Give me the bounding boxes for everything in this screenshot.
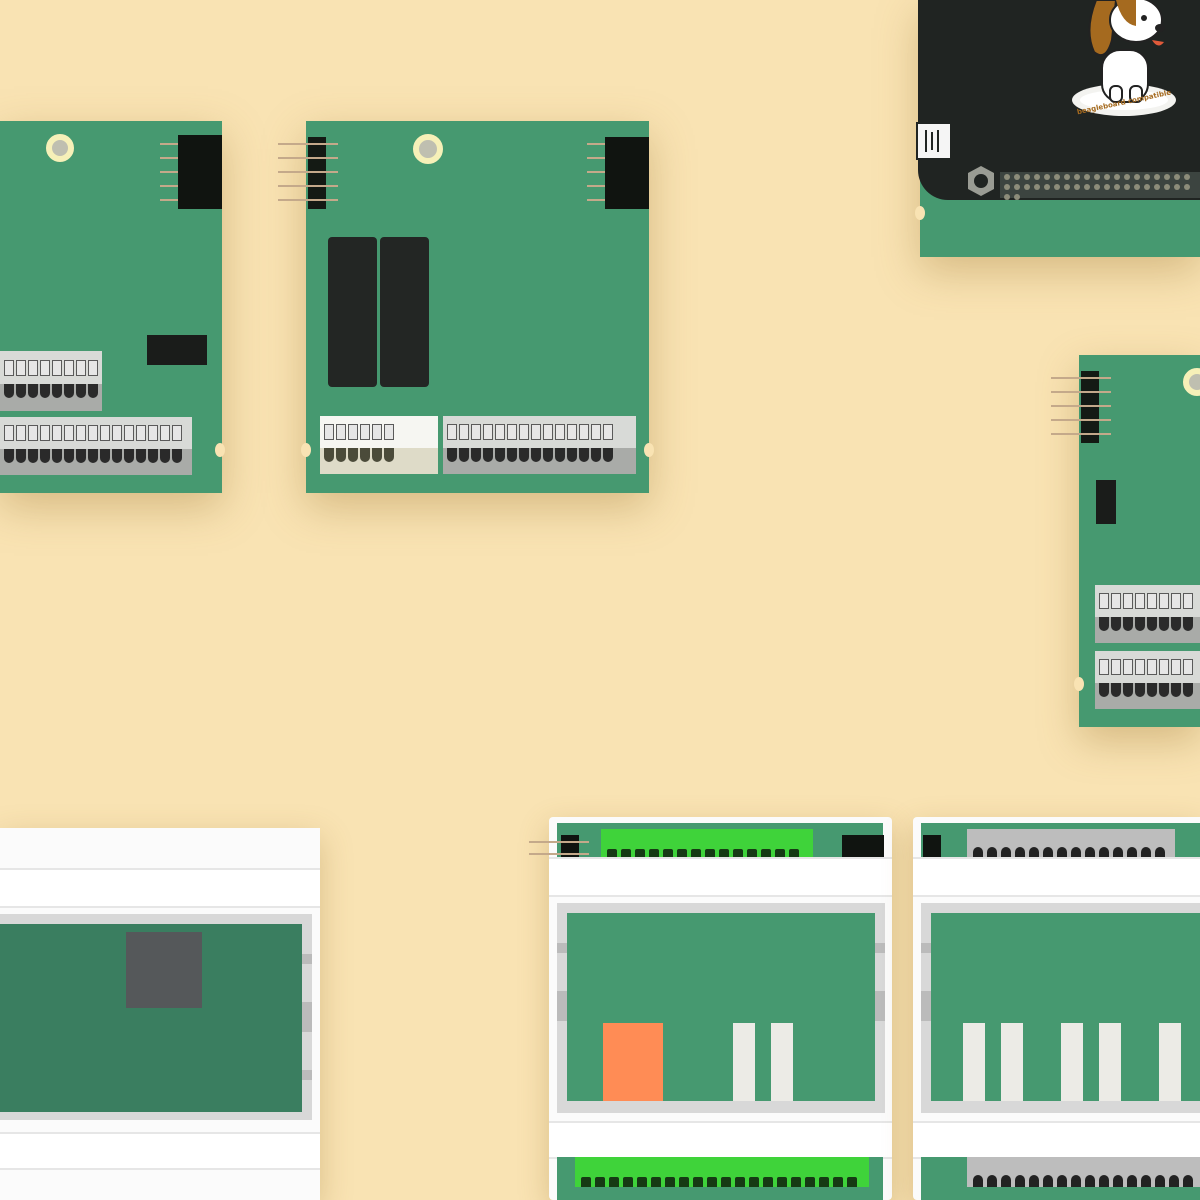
header-pin bbox=[587, 143, 605, 145]
pin-header bbox=[561, 835, 579, 859]
pin-header bbox=[842, 835, 884, 859]
board-notch bbox=[644, 443, 654, 457]
header-pin bbox=[1051, 391, 1111, 393]
header-pin bbox=[587, 199, 605, 201]
side-clip bbox=[921, 943, 931, 953]
enclosure-band bbox=[913, 857, 1200, 897]
enclosure-board bbox=[567, 913, 875, 1101]
relay bbox=[380, 237, 429, 387]
grey-terminal-block[interactable] bbox=[967, 829, 1175, 859]
pin-header bbox=[308, 137, 326, 209]
green-terminal-block[interactable] bbox=[575, 1157, 869, 1187]
relay-slot bbox=[1159, 1023, 1181, 1101]
enclosure-window bbox=[557, 903, 885, 1113]
din-enclosure-left[interactable] bbox=[0, 828, 320, 1200]
expansion-header bbox=[1000, 172, 1200, 200]
header-pin bbox=[278, 185, 338, 187]
terminal-block-white[interactable] bbox=[320, 416, 438, 474]
relay-slot bbox=[1061, 1023, 1083, 1101]
side-clip bbox=[302, 954, 312, 964]
terminal-block[interactable] bbox=[1095, 651, 1200, 709]
board-notch bbox=[915, 206, 925, 220]
header-pin bbox=[160, 185, 178, 187]
header-pin bbox=[587, 157, 605, 159]
side-clip bbox=[875, 943, 885, 953]
terminal-block[interactable] bbox=[0, 351, 102, 411]
side-clip bbox=[302, 1002, 312, 1032]
board-notch bbox=[301, 443, 311, 457]
ic-chip bbox=[147, 335, 207, 365]
relay bbox=[328, 237, 377, 387]
terminal-block[interactable] bbox=[1095, 585, 1200, 643]
pin-header bbox=[178, 135, 222, 209]
green-terminal-block[interactable] bbox=[601, 829, 813, 859]
relay-slot bbox=[963, 1023, 985, 1101]
pin-header bbox=[605, 137, 649, 209]
pin-header bbox=[923, 835, 941, 859]
header-pin bbox=[529, 853, 589, 855]
header-pin bbox=[1051, 377, 1111, 379]
header-pin bbox=[1051, 433, 1111, 435]
relay-slot bbox=[1099, 1023, 1121, 1101]
header-pin bbox=[587, 171, 605, 173]
io-board-right[interactable] bbox=[1051, 355, 1200, 727]
ic-chip bbox=[1096, 480, 1116, 524]
beagle-dog-icon bbox=[1072, 0, 1176, 116]
enclosure-window bbox=[921, 903, 1200, 1113]
side-clip bbox=[557, 991, 567, 1021]
header-pin bbox=[529, 841, 589, 843]
usb-port-icon[interactable] bbox=[916, 122, 952, 160]
hex-nut-icon bbox=[968, 166, 994, 196]
din-enclosure-middle[interactable] bbox=[529, 817, 892, 1200]
header-pin bbox=[278, 171, 338, 173]
header-pin bbox=[1051, 419, 1111, 421]
relay-slot bbox=[771, 1023, 793, 1101]
mounting-hole bbox=[46, 134, 74, 162]
mounting-hole bbox=[413, 134, 443, 164]
enclosure-band bbox=[913, 1121, 1200, 1159]
header-pin bbox=[160, 199, 178, 201]
status-indicator bbox=[603, 1023, 663, 1101]
header-pin bbox=[278, 199, 338, 201]
header-pin bbox=[278, 143, 338, 145]
enclosure-window bbox=[0, 914, 312, 1120]
module-chip bbox=[126, 932, 202, 1008]
board-notch bbox=[215, 443, 225, 457]
relay-board[interactable] bbox=[278, 121, 654, 493]
header-pin bbox=[160, 143, 178, 145]
mounting-hole bbox=[1183, 368, 1200, 396]
enclosure-band bbox=[0, 1132, 320, 1170]
io-board-left[interactable] bbox=[0, 121, 225, 493]
enclosure-band bbox=[0, 868, 320, 908]
side-clip bbox=[557, 943, 567, 953]
relay-slot bbox=[1001, 1023, 1023, 1101]
enclosure-board bbox=[931, 913, 1200, 1101]
enclosure-board bbox=[0, 924, 302, 1112]
enclosure-band bbox=[549, 857, 892, 897]
header-pin bbox=[587, 185, 605, 187]
side-clip bbox=[875, 991, 885, 1021]
terminal-block[interactable] bbox=[0, 417, 192, 475]
board-notch bbox=[1074, 677, 1084, 691]
header-pin bbox=[160, 157, 178, 159]
pin-header bbox=[1081, 371, 1099, 443]
relay-slot bbox=[733, 1023, 755, 1101]
header-pin bbox=[278, 157, 338, 159]
side-clip bbox=[302, 1070, 312, 1080]
header-pin bbox=[1051, 405, 1111, 407]
side-clip bbox=[921, 991, 931, 1021]
din-enclosure-right[interactable] bbox=[913, 817, 1200, 1200]
header-pin bbox=[160, 171, 178, 173]
grey-terminal-block[interactable] bbox=[967, 1157, 1200, 1187]
terminal-block[interactable] bbox=[443, 416, 636, 474]
enclosure-band bbox=[549, 1121, 892, 1159]
beaglebone-cape[interactable]: beagleboard compatible bbox=[915, 0, 1200, 257]
